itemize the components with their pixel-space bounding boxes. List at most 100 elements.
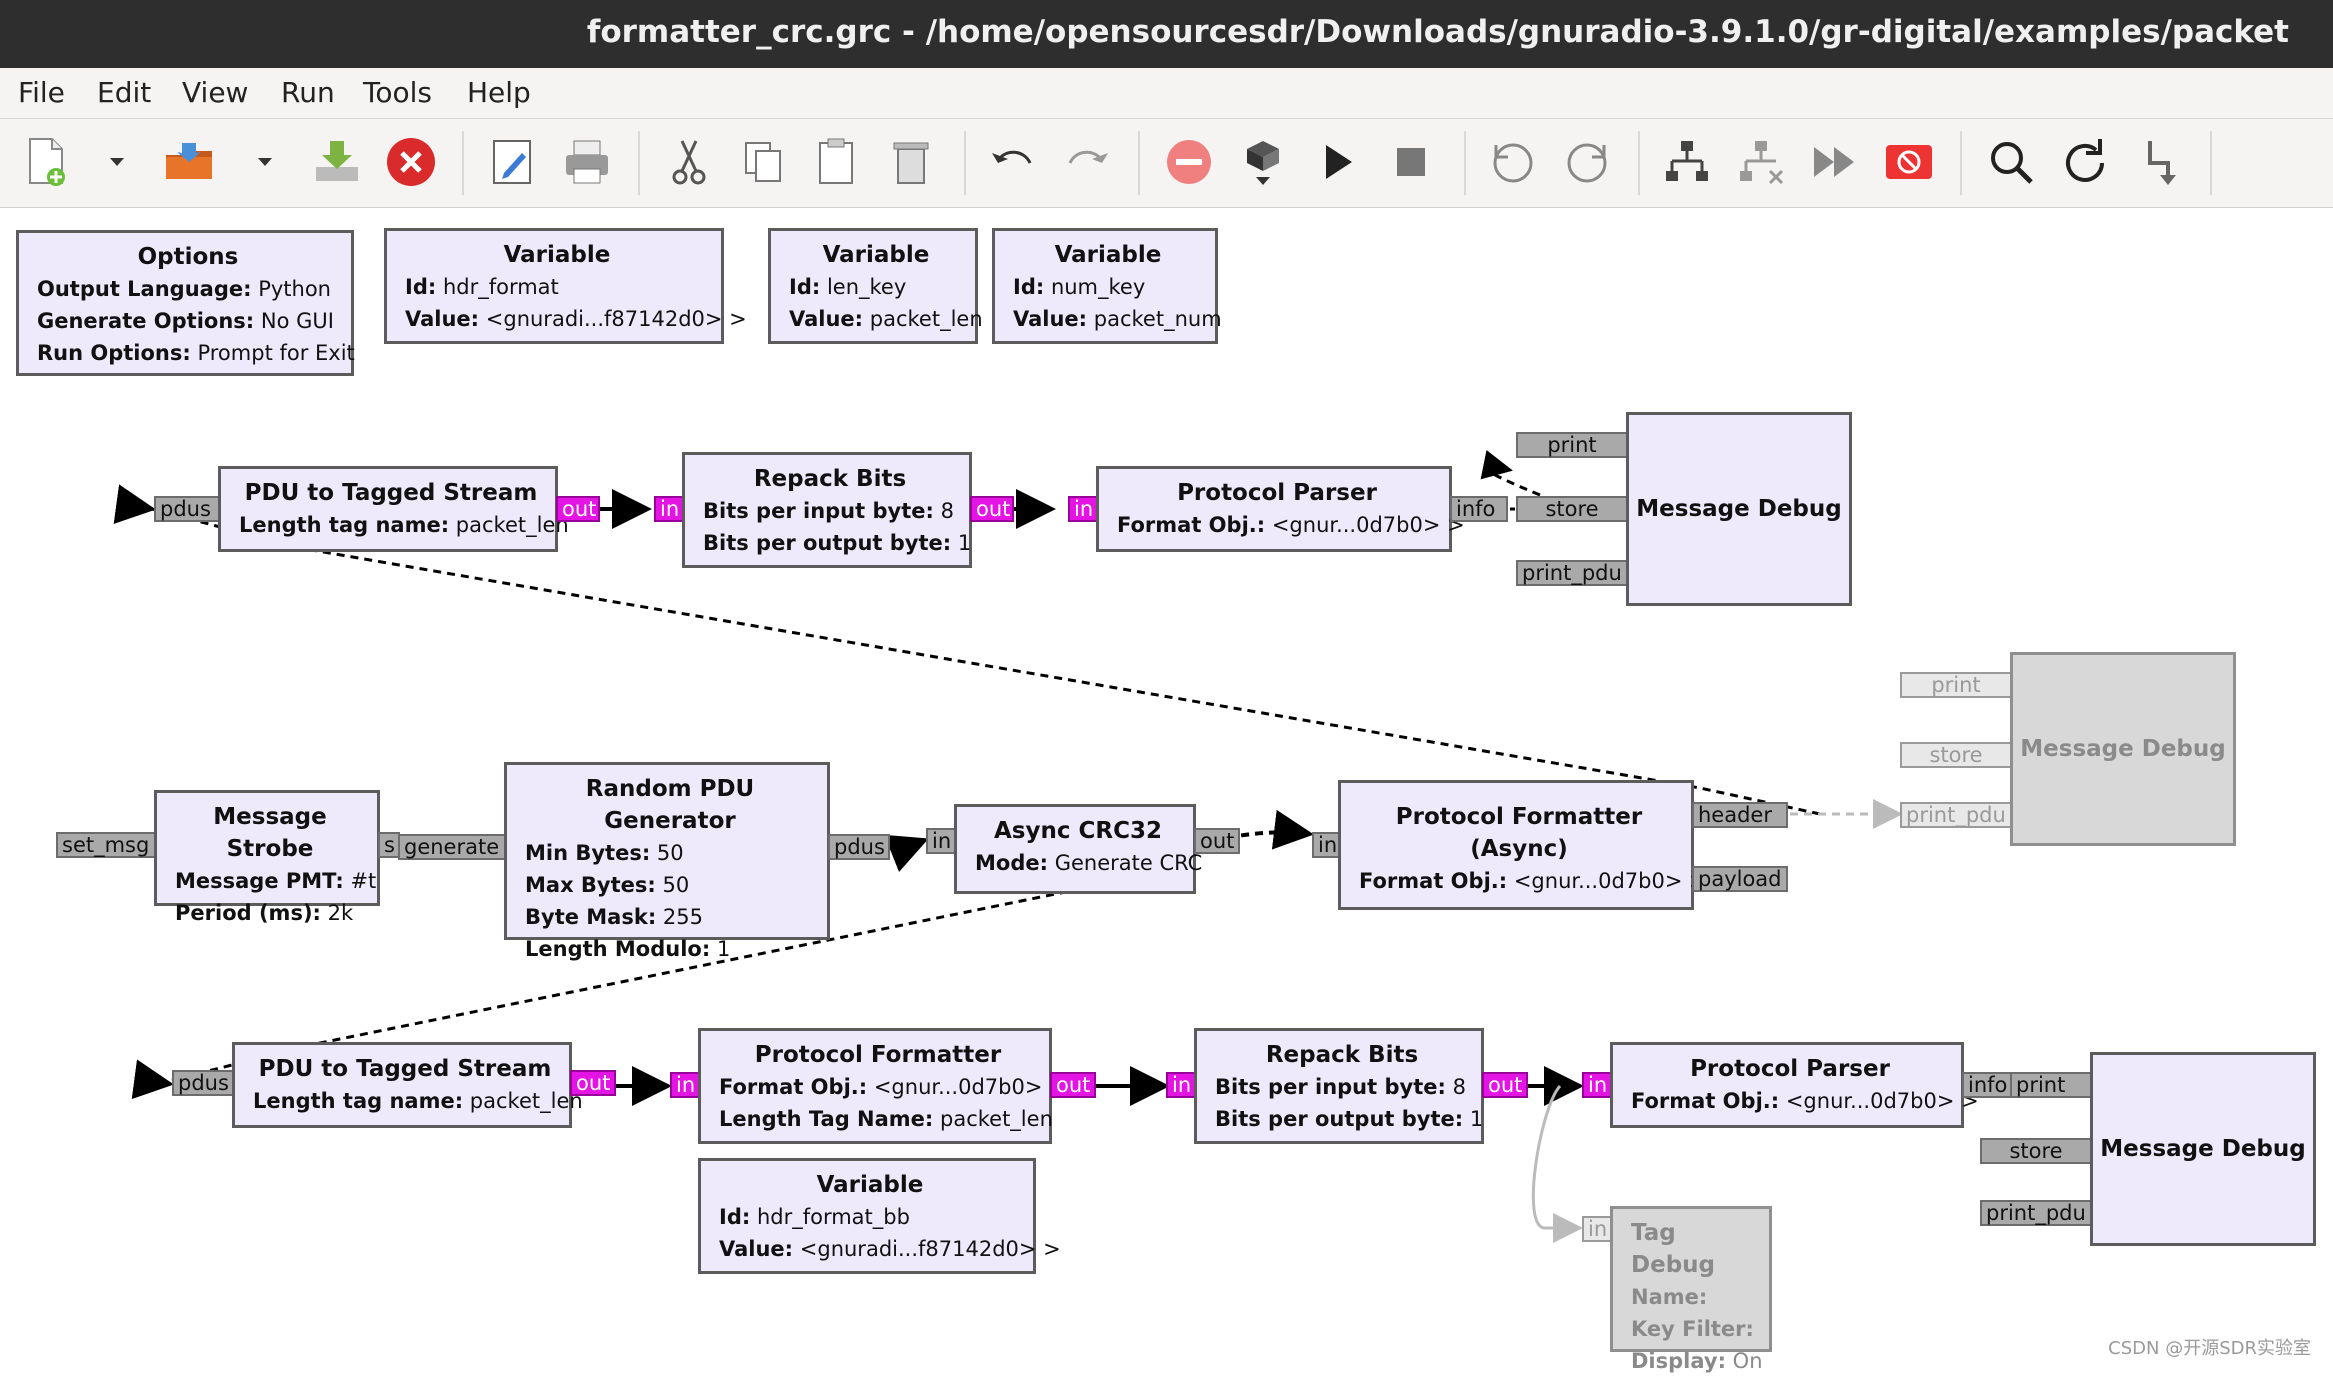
- port-out[interactable]: out: [1194, 828, 1240, 854]
- protocol-formatter-block[interactable]: Protocol Formatter Format Obj.: <gnur...…: [698, 1028, 1067, 1144]
- port-header[interactable]: header: [1692, 802, 1788, 828]
- protocol-formatter-async-block[interactable]: Protocol Formatter (Async) Format Obj.: …: [1338, 780, 1707, 910]
- variable-block-hdr-format-bb[interactable]: Variable Id: hdr_format_bb Value: <gnura…: [698, 1158, 1061, 1274]
- port-generate[interactable]: generate: [398, 834, 506, 860]
- port-in[interactable]: in: [1166, 1072, 1196, 1098]
- options-block[interactable]: Options Output Language: Python Generate…: [16, 230, 355, 376]
- cut-icon[interactable]: [660, 133, 718, 191]
- variable-block-hdr-format[interactable]: Variable Id: hdr_format Value: <gnuradi.…: [384, 228, 747, 344]
- port-out[interactable]: out: [556, 496, 600, 522]
- rotate-cw-icon[interactable]: [1558, 133, 1616, 191]
- port-strobe-out[interactable]: s: [378, 832, 400, 858]
- param-key: Length Modulo:: [525, 937, 711, 961]
- param-value: <gnuradi...f87142d0> >: [485, 307, 747, 331]
- block-title: Message Debug: [1636, 496, 1842, 522]
- port-out[interactable]: out: [1050, 1072, 1096, 1098]
- port-in[interactable]: in: [654, 496, 684, 522]
- block-bypass-icon[interactable]: [2130, 133, 2188, 191]
- generate-icon[interactable]: [1234, 133, 1292, 191]
- rotate-ccw-icon[interactable]: [1484, 133, 1542, 191]
- port-store[interactable]: store: [1900, 742, 2012, 768]
- menu-help[interactable]: Help: [467, 76, 531, 109]
- dropdown-arrow-icon[interactable]: [88, 133, 124, 191]
- port-in[interactable]: in: [1582, 1072, 1612, 1098]
- pdu-to-tagged-stream-block[interactable]: PDU to Tagged Stream Length tag name: pa…: [218, 466, 569, 552]
- port-payload[interactable]: payload: [1692, 866, 1788, 892]
- wire: [151, 507, 1821, 816]
- edit-properties-icon[interactable]: [484, 133, 542, 191]
- open-folder-icon[interactable]: [160, 133, 218, 191]
- param-value: <gnuradi...f87142d0> >: [799, 1237, 1061, 1261]
- port-pdus-in[interactable]: pdus: [172, 1070, 234, 1096]
- bypass-icon[interactable]: [1806, 133, 1864, 191]
- port-print[interactable]: print: [2010, 1072, 2092, 1098]
- disable-blocks-icon[interactable]: [1732, 133, 1790, 191]
- port-print-pdu[interactable]: print_pdu: [1516, 560, 1628, 586]
- random-pdu-generator-block[interactable]: Random PDU Generator Min Bytes: 50 Max B…: [504, 762, 830, 961]
- port-in[interactable]: in: [926, 828, 956, 854]
- message-debug-block-disabled[interactable]: Message Debug: [2010, 652, 2236, 846]
- port-pdus-out[interactable]: pdus: [828, 834, 890, 860]
- print-icon[interactable]: [558, 133, 616, 191]
- port-info[interactable]: info: [1962, 1072, 2014, 1098]
- enable-blocks-icon[interactable]: [1658, 133, 1716, 191]
- message-strobe-block[interactable]: Message Strobe Message PMT: #t Period (m…: [154, 790, 380, 925]
- find-icon[interactable]: [1982, 133, 2040, 191]
- repack-bits-block[interactable]: Repack Bits Bits per input byte: 8 Bits …: [682, 452, 972, 568]
- close-icon[interactable]: [382, 133, 440, 191]
- protocol-parser-block[interactable]: Protocol Parser Format Obj.: <gnur...0d7…: [1096, 466, 1465, 552]
- port-set-msg[interactable]: set_msg: [56, 832, 156, 858]
- protocol-parser-block[interactable]: Protocol Parser Format Obj.: <gnur...0d7…: [1610, 1042, 1979, 1128]
- param-key: Key Filter:: [1631, 1317, 1754, 1341]
- dropdown-arrow-icon[interactable]: [236, 133, 272, 191]
- port-print-pdu[interactable]: print_pdu: [1900, 802, 2012, 828]
- port-in[interactable]: in: [1312, 832, 1340, 858]
- port-store[interactable]: store: [1516, 496, 1628, 522]
- param-value: packet_len: [869, 307, 983, 331]
- port-out[interactable]: out: [970, 496, 1014, 522]
- port-in[interactable]: in: [1582, 1216, 1612, 1242]
- reload-icon[interactable]: [2056, 133, 2114, 191]
- port-print[interactable]: print: [1900, 672, 2012, 698]
- menu-view[interactable]: View: [182, 76, 249, 109]
- copy-icon[interactable]: [734, 133, 792, 191]
- port-out[interactable]: out: [570, 1070, 616, 1096]
- stop-icon[interactable]: [1382, 133, 1440, 191]
- redo-icon[interactable]: [1058, 133, 1116, 191]
- kill-icon[interactable]: [1880, 133, 1938, 191]
- flowgraph-canvas[interactable]: Options Output Language: Python Generate…: [0, 208, 2333, 1373]
- port-info[interactable]: info: [1450, 496, 1508, 522]
- message-debug-block[interactable]: Message Debug: [2090, 1052, 2316, 1246]
- port-print[interactable]: print: [1516, 432, 1628, 458]
- port-pdus-in[interactable]: pdus: [154, 496, 220, 522]
- save-icon[interactable]: [308, 133, 366, 191]
- pdu-to-tagged-stream-block[interactable]: PDU to Tagged Stream Length tag name: pa…: [232, 1042, 583, 1128]
- variable-block-num-key[interactable]: Variable Id: num_key Value: packet_num: [992, 228, 1222, 344]
- param-value: num_key: [1050, 275, 1146, 299]
- message-debug-block[interactable]: Message Debug: [1626, 412, 1852, 606]
- menu-run[interactable]: Run: [281, 76, 335, 109]
- undo-icon[interactable]: [984, 133, 1042, 191]
- port-out[interactable]: out: [1482, 1072, 1528, 1098]
- port-in[interactable]: in: [670, 1072, 700, 1098]
- paste-icon[interactable]: [808, 133, 866, 191]
- repack-bits-block[interactable]: Repack Bits Bits per input byte: 8 Bits …: [1194, 1028, 1484, 1144]
- port-in[interactable]: in: [1068, 496, 1098, 522]
- variable-block-len-key[interactable]: Variable Id: len_key Value: packet_len: [768, 228, 983, 344]
- async-crc32-block[interactable]: Async CRC32 Mode: Generate CRC: [954, 804, 1202, 894]
- menu-file[interactable]: File: [18, 76, 65, 109]
- block-title: Variable: [1054, 242, 1162, 268]
- param-key: Format Obj.:: [1631, 1089, 1780, 1113]
- delete-icon[interactable]: [882, 133, 940, 191]
- wire: [884, 834, 929, 872]
- param-value: Generate CRC: [1054, 851, 1203, 875]
- menu-edit[interactable]: Edit: [97, 76, 152, 109]
- run-icon[interactable]: [1308, 133, 1366, 191]
- disable-icon[interactable]: [1160, 133, 1218, 191]
- new-file-icon[interactable]: [18, 133, 76, 191]
- menu-tools[interactable]: Tools: [363, 76, 432, 109]
- tag-debug-block-disabled[interactable]: Tag Debug Name: Key Filter: Display: On: [1610, 1206, 1772, 1373]
- param-value: 1: [716, 937, 731, 961]
- port-store[interactable]: store: [1980, 1138, 2092, 1164]
- port-print-pdu[interactable]: print_pdu: [1980, 1200, 2092, 1226]
